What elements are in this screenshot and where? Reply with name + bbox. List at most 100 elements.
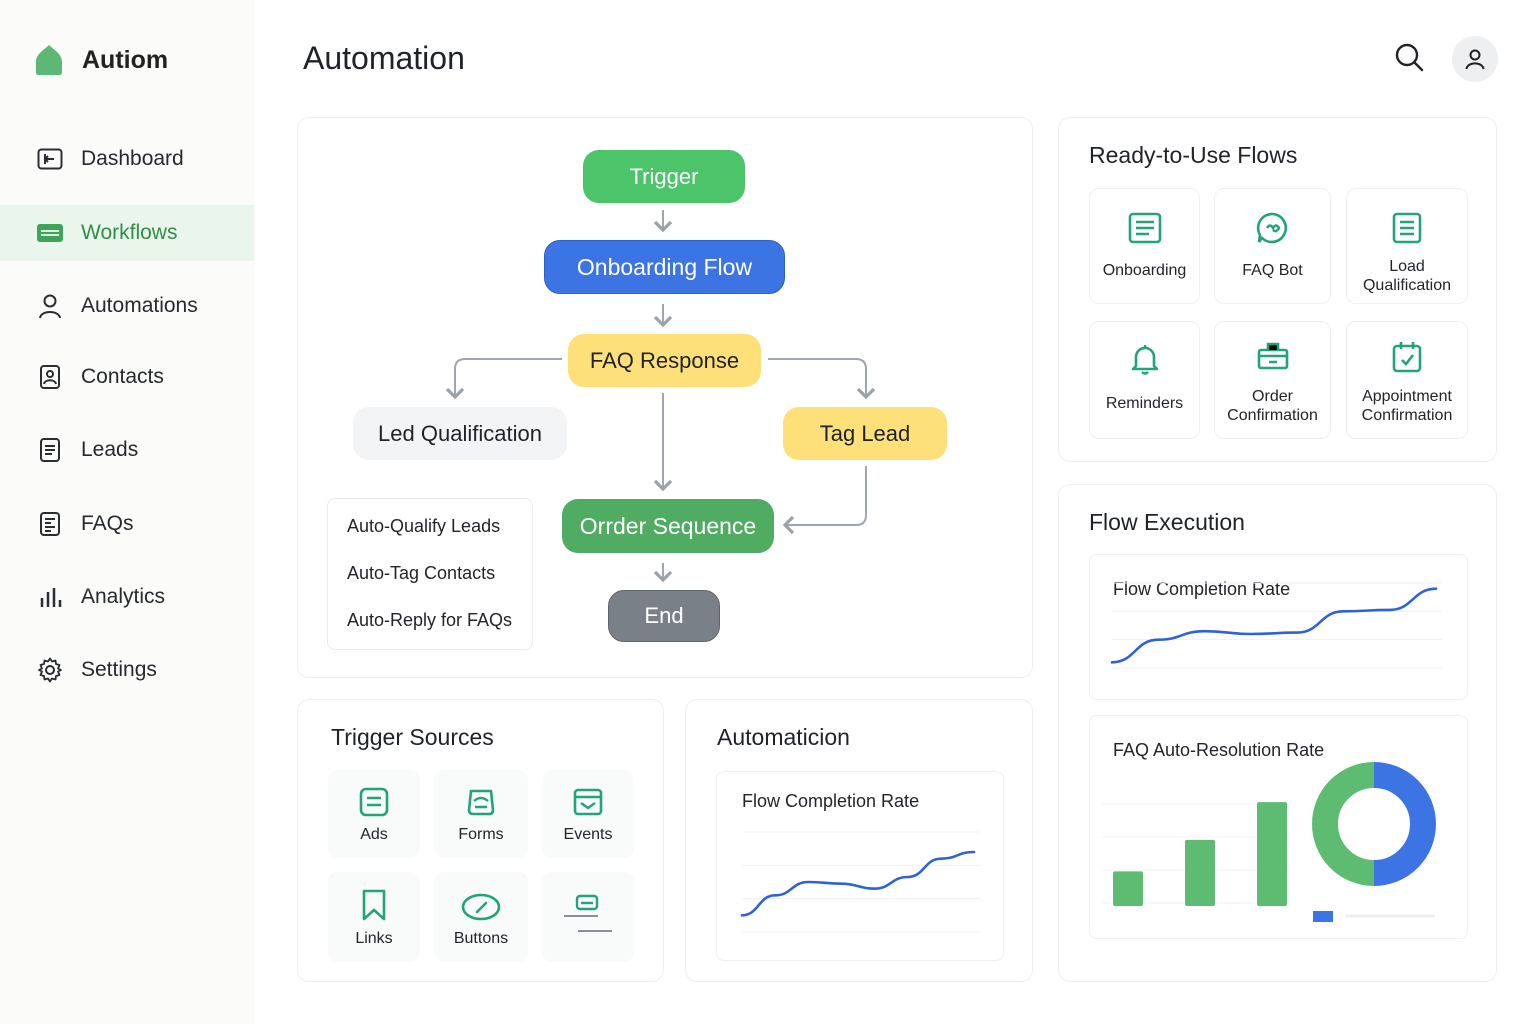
flow-tile-label: Reminders	[1105, 395, 1184, 412]
node-end[interactable]: End	[608, 590, 720, 642]
chart-title: Flow Completion Rate	[1113, 579, 1291, 599]
list-icon	[1392, 212, 1422, 244]
calendar-check-icon	[1392, 342, 1422, 373]
flow-tile-label-line2: Confirmation	[1361, 407, 1453, 424]
node-trigger[interactable]: Trigger	[583, 150, 745, 203]
brand[interactable]: Autiom	[34, 44, 168, 76]
node-led-qualification[interactable]: Led Qualification	[353, 407, 567, 460]
chart-title: Flow Completion Rate	[742, 791, 920, 811]
sidebar-item-label: Workflows	[81, 221, 178, 244]
flow-tile-onboarding[interactable]: Onboarding	[1089, 188, 1200, 304]
node-onboarding-flow[interactable]: Onboarding Flow	[544, 240, 785, 294]
flow-tile-label-line2: Qualification	[1362, 277, 1452, 294]
automation-panel: Automaticion Flow Completion Rate	[685, 699, 1033, 982]
node-order-sequence[interactable]: Orrder Sequence	[562, 499, 774, 553]
sidebar-item-settings[interactable]: Settings	[0, 642, 254, 698]
sidebar-item-label: Contacts	[81, 365, 164, 388]
flow-tile-load-qualification[interactable]: Load Qualification	[1346, 188, 1468, 304]
node-faq-response[interactable]: FAQ Response	[568, 334, 761, 387]
sidebar-item-label: Analytics	[81, 585, 166, 608]
sidebar-item-automations[interactable]: Automations	[0, 278, 254, 334]
list-item[interactable]: Auto-Reply for FAQs	[347, 610, 513, 630]
sidebar-item-label: Dashboard	[81, 147, 184, 170]
legend-swatch	[1313, 911, 1333, 922]
source-tile-input[interactable]	[542, 872, 634, 962]
ready-flows-panel: Ready-to-Use Flows Onboarding FAQ Bot Lo…	[1058, 117, 1497, 462]
search-icon	[1395, 43, 1424, 72]
flow-execution-title: Flow Execution	[1089, 509, 1245, 535]
person-icon	[36, 292, 64, 320]
list-item[interactable]: Auto-Tag Contacts	[347, 563, 496, 583]
connector-tag-order	[782, 466, 867, 535]
node-tag-lead[interactable]: Tag Lead	[783, 407, 947, 460]
flow-tile-label-line2: Confirmation	[1227, 407, 1318, 424]
contacts-icon	[36, 363, 64, 391]
sidebar-item-label: Leads	[81, 438, 139, 461]
list-item[interactable]: Auto-Qualify Leads	[347, 516, 501, 536]
source-tile-label: Ads	[360, 826, 388, 843]
flow-completion-chart-svg	[1110, 582, 1442, 669]
flow-tile-label-line1: Load	[1389, 258, 1425, 275]
flow-tile-faq-bot[interactable]: FAQ Bot	[1214, 188, 1331, 304]
sidebar-item-dashboard[interactable]: Dashboard	[0, 131, 254, 187]
source-tile-ads[interactable]: Ads	[328, 770, 420, 858]
flow-tile-order-confirmation[interactable]: Order Confirmation	[1214, 321, 1331, 439]
leads-icon	[36, 436, 64, 464]
analytics-icon	[36, 583, 64, 611]
sidebar-item-contacts[interactable]: Contacts	[0, 349, 254, 405]
document-icon	[1128, 212, 1161, 244]
faq-resolution-chart-svg	[1102, 762, 1436, 922]
sidebar-item-workflows[interactable]: Workflows	[0, 205, 254, 261]
sidebar-item-label: FAQs	[81, 512, 134, 535]
source-tile-label: Buttons	[453, 930, 509, 947]
search-button[interactable]	[1392, 40, 1426, 74]
chart-title: FAQ Auto-Resolution Rate	[1113, 740, 1325, 760]
flow-tile-reminders[interactable]: Reminders	[1089, 321, 1200, 439]
source-tile-links[interactable]: Links	[328, 872, 420, 962]
connector-faq-tag	[768, 358, 876, 400]
source-tile-label: Forms	[458, 826, 504, 843]
bar	[1185, 839, 1215, 906]
sidebar-item-faqs[interactable]: FAQs	[0, 496, 254, 552]
automation-chart: Flow Completion Rate	[716, 771, 1004, 961]
flow-tile-label: Onboarding	[1102, 262, 1187, 279]
input-lines-icon	[564, 894, 612, 932]
connector-faq-led	[445, 358, 562, 400]
source-tile-label: Links	[355, 930, 393, 947]
source-tile-events[interactable]: Events	[542, 770, 634, 858]
ready-flows-title: Ready-to-Use Flows	[1089, 142, 1298, 168]
source-tile-buttons[interactable]: Buttons	[434, 872, 528, 962]
page-title: Automation	[303, 40, 465, 76]
sidebar: Autiom Dashboard Workflows Automations C…	[0, 0, 254, 1024]
completion-chart: Flow Completion Rate	[1089, 554, 1468, 700]
flow-execution-panel: Flow Execution Flow Completion Rate FAQ …	[1058, 484, 1497, 982]
forms-icon	[467, 789, 495, 816]
events-icon	[573, 788, 603, 816]
flow-tile-appointment-confirmation[interactable]: Appointment Confirmation	[1346, 321, 1468, 439]
order-box-icon	[1257, 342, 1288, 370]
brand-logo-icon	[36, 45, 62, 75]
automation-panel-title: Automaticion	[717, 724, 850, 750]
sidebar-item-leads[interactable]: Leads	[0, 422, 254, 478]
gear-icon	[36, 656, 64, 684]
user-icon	[1465, 49, 1485, 70]
bookmark-icon	[362, 889, 386, 921]
ads-icon	[359, 787, 389, 817]
trigger-sources-panel: Trigger Sources Ads Forms Events Links B…	[297, 699, 664, 982]
sidebar-item-label: Automations	[81, 294, 198, 317]
automation-list: Auto-Qualify Leads Auto-Tag Contacts Aut…	[327, 498, 533, 650]
faqs-icon	[36, 510, 64, 538]
brand-name: Autiom	[82, 45, 169, 74]
flow-tile-label: FAQ Bot	[1242, 262, 1303, 279]
series-line	[1110, 587, 1438, 664]
sidebar-item-analytics[interactable]: Analytics	[0, 569, 254, 625]
flow-completion-chart-svg	[740, 831, 980, 933]
bar	[1113, 871, 1143, 906]
dashboard-icon	[36, 145, 64, 173]
trigger-sources-title: Trigger Sources	[331, 724, 494, 750]
avatar[interactable]	[1452, 36, 1498, 82]
workflows-icon	[36, 219, 64, 247]
button-icon	[461, 893, 501, 921]
source-tile-forms[interactable]: Forms	[434, 770, 528, 858]
pie-slice	[1373, 762, 1436, 886]
